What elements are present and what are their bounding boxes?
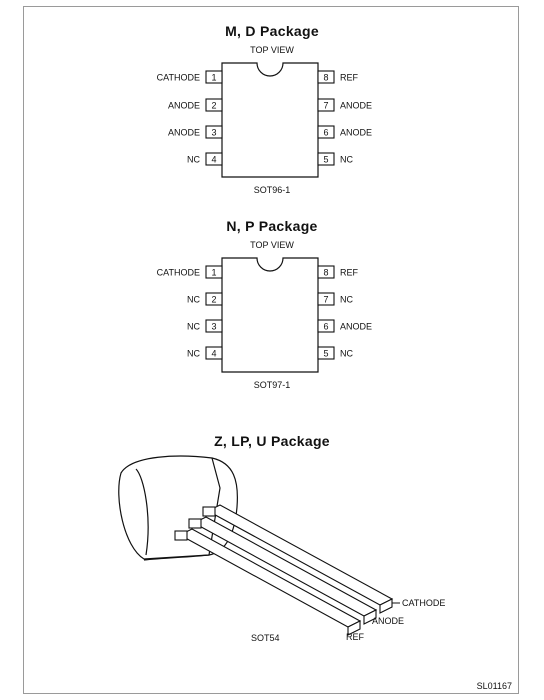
package-md-pin-3-label: ANODE bbox=[168, 128, 200, 138]
package-md-pin-8-label: REF bbox=[340, 73, 359, 83]
package-md-pin-2-number: 2 bbox=[211, 101, 216, 111]
package-md-pin-3-box bbox=[205, 125, 223, 139]
to92-lead-label-cathode: CATHODE bbox=[402, 598, 445, 608]
package-md-title: M, D Package bbox=[225, 23, 319, 39]
package-np-body bbox=[221, 257, 319, 373]
package-np: N, P Package TOP VIEW 1 CATHODE 2 NC 3 N… bbox=[157, 218, 372, 390]
package-np-view-label: TOP VIEW bbox=[250, 240, 294, 250]
package-np-pin-8-box bbox=[317, 265, 335, 279]
package-np-pin-3-box bbox=[205, 319, 223, 333]
package-np-pin-7-number: 7 bbox=[323, 295, 328, 305]
package-np-pin-6-number: 6 bbox=[323, 322, 328, 332]
package-md-pin-1-box bbox=[205, 70, 223, 84]
package-np-pin-5-box bbox=[317, 346, 335, 360]
package-np-pin-6-label: ANODE bbox=[340, 322, 372, 332]
package-np-pin-1-box bbox=[205, 265, 223, 279]
package-np-pin-2-label: NC bbox=[187, 295, 200, 305]
package-to92-title: Z, LP, U Package bbox=[214, 433, 330, 449]
package-np-pin-5-label: NC bbox=[340, 349, 353, 359]
package-md-pin-6-box bbox=[317, 125, 335, 139]
package-md-pin-2-label: ANODE bbox=[168, 101, 200, 111]
package-np-pin-8-label: REF bbox=[340, 268, 359, 278]
package-np-pin-5-number: 5 bbox=[323, 349, 328, 359]
figure-id: SL01167 bbox=[477, 681, 512, 691]
package-md-code: SOT96-1 bbox=[254, 185, 291, 195]
package-md-pin-3-number: 3 bbox=[211, 128, 216, 138]
package-md-pin-7-box bbox=[317, 98, 335, 112]
to92-lead-label-anode: ANODE bbox=[372, 616, 404, 626]
package-np-pin-1-number: 1 bbox=[211, 268, 216, 278]
package-np-pin-8-number: 8 bbox=[323, 268, 328, 278]
package-md-pin-8-number: 8 bbox=[323, 73, 328, 83]
package-np-pin-7-box bbox=[317, 292, 335, 306]
package-np-pin-1-label: CATHODE bbox=[157, 268, 200, 278]
package-np-pin-2-box bbox=[205, 292, 223, 306]
to92-lead-label-ref: REF bbox=[346, 632, 365, 642]
package-np-pin-4-label: NC bbox=[187, 349, 200, 359]
package-np-pin-7-label: NC bbox=[340, 295, 353, 305]
package-md-pin-5-box bbox=[317, 152, 335, 166]
package-md-pin-8-box bbox=[317, 70, 335, 84]
package-np-pin-4-number: 4 bbox=[211, 349, 216, 359]
package-md-pin-7-number: 7 bbox=[323, 101, 328, 111]
package-np-pin-4-box bbox=[205, 346, 223, 360]
pinout-diagram: M, D Package TOP VIEW 1 CATHODE 2 ANODE … bbox=[118, 23, 512, 691]
package-np-pin-2-number: 2 bbox=[211, 295, 216, 305]
package-np-pin-6-box bbox=[317, 319, 335, 333]
package-md-body bbox=[221, 62, 319, 178]
package-md: M, D Package TOP VIEW 1 CATHODE 2 ANODE … bbox=[157, 23, 372, 195]
package-md-pin-7-label: ANODE bbox=[340, 101, 372, 111]
package-to92: Z, LP, U Package CATHODE ANODE REF SOT54 bbox=[118, 433, 445, 643]
package-md-pin-5-label: NC bbox=[340, 155, 353, 165]
package-md-pin-1-number: 1 bbox=[211, 73, 216, 83]
package-md-pin-4-box bbox=[205, 152, 223, 166]
package-to92-code: SOT54 bbox=[251, 633, 280, 643]
package-np-pin-3-label: NC bbox=[187, 322, 200, 332]
package-md-pin-2-box bbox=[205, 98, 223, 112]
package-md-pin-6-label: ANODE bbox=[340, 128, 372, 138]
package-md-view-label: TOP VIEW bbox=[250, 45, 294, 55]
package-md-pin-6-number: 6 bbox=[323, 128, 328, 138]
package-md-pin-1-label: CATHODE bbox=[157, 73, 200, 83]
package-md-pin-4-label: NC bbox=[187, 155, 200, 165]
package-np-code: SOT97-1 bbox=[254, 380, 291, 390]
package-md-pin-5-number: 5 bbox=[323, 155, 328, 165]
package-md-pin-4-number: 4 bbox=[211, 155, 216, 165]
package-np-title: N, P Package bbox=[226, 218, 317, 234]
package-np-pin-3-number: 3 bbox=[211, 322, 216, 332]
diagram-frame: M, D Package TOP VIEW 1 CATHODE 2 ANODE … bbox=[23, 6, 519, 694]
to92-leads bbox=[174, 504, 394, 636]
